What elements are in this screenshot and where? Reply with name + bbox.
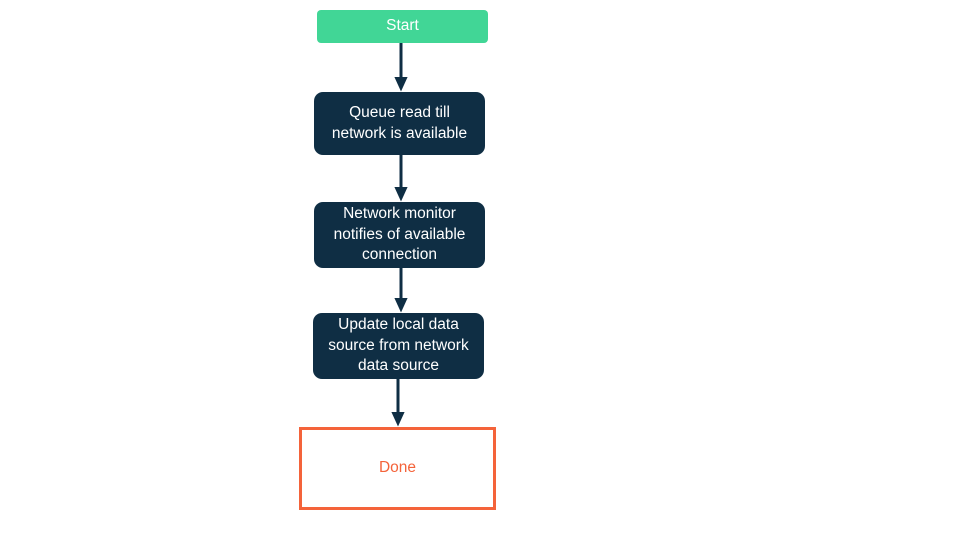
node-queue-read-label: Queue read till network is available	[331, 104, 468, 142]
node-done-label: Done	[378, 459, 417, 477]
arrow-down-icon	[391, 379, 405, 427]
node-network-monitor[interactable]: Network monitor notifies of available co…	[314, 202, 485, 268]
arrow-update-local-to-done	[388, 379, 408, 427]
node-network-monitor-label: Network monitor notifies of available co…	[333, 205, 466, 264]
node-update-local-label: Update local data source from network da…	[328, 316, 469, 375]
arrow-start-to-queue-read	[391, 43, 411, 92]
arrow-down-icon	[394, 43, 408, 92]
arrow-down-icon	[394, 155, 408, 202]
node-update-local[interactable]: Update local data source from network da…	[313, 313, 484, 379]
node-start-label: Start	[386, 17, 419, 35]
arrow-network-monitor-to-update-local	[391, 268, 411, 313]
arrow-down-icon	[394, 268, 408, 313]
arrow-queue-read-to-network-monitor	[391, 155, 411, 202]
node-queue-read[interactable]: Queue read till network is available	[314, 92, 485, 155]
node-done[interactable]: Done	[299, 427, 496, 510]
node-start[interactable]: Start	[317, 10, 488, 43]
